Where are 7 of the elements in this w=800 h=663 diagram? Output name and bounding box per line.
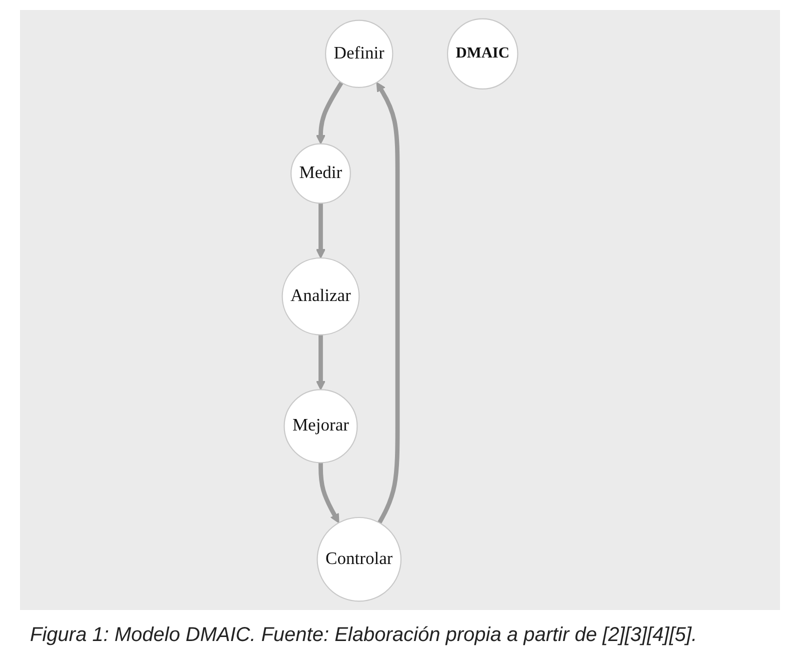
step-circle: Analizar bbox=[282, 257, 360, 336]
step-circle: Medir bbox=[290, 143, 351, 204]
figure-caption: Figura 1: Modelo DMAIC. Fuente: Elaboración propia a partir de [2][3][4][5]. bbox=[30, 624, 698, 647]
step-circle: Mejorar bbox=[284, 389, 358, 464]
step-circle: DMAIC bbox=[446, 18, 518, 90]
step-circle: Controlar bbox=[316, 516, 402, 602]
step-circle: Definir bbox=[325, 20, 394, 88]
